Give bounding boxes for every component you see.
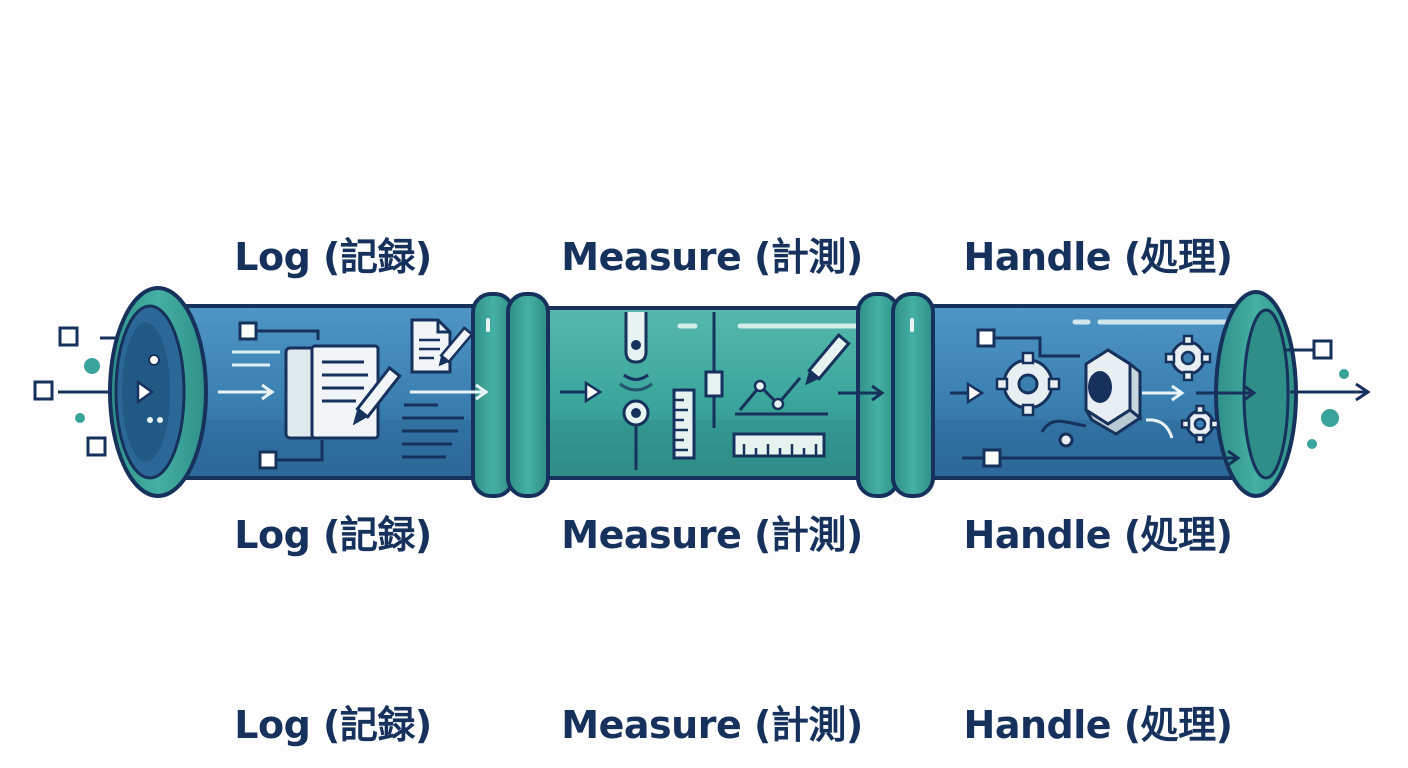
outgoing-signals xyxy=(1286,339,1371,449)
stage-label-measure: Measure (計測) xyxy=(561,235,863,279)
coupling-flange-1 xyxy=(471,292,603,498)
stage-label-measure: Measure (計測) xyxy=(561,513,863,557)
notebook-pencil-icon xyxy=(218,318,489,470)
output-dot-icon xyxy=(1339,369,1349,379)
input-square-icon xyxy=(58,326,79,347)
input-square-icon xyxy=(86,436,107,457)
outlet-flange xyxy=(1214,290,1298,498)
stage-label-log: Log (記録) xyxy=(234,703,432,747)
stage-label-handle: Handle (処理) xyxy=(963,235,1233,279)
ruler-chart-icon xyxy=(619,312,885,470)
stage-label-log: Log (記録) xyxy=(234,513,432,557)
input-dot-icon xyxy=(75,413,85,423)
input-dot-icon xyxy=(84,358,100,374)
output-dot-icon xyxy=(1321,409,1339,427)
gear-icon xyxy=(995,351,1061,417)
output-square-icon xyxy=(1312,339,1333,360)
output-dot-icon xyxy=(1307,439,1317,449)
stage-label-log: Log (記録) xyxy=(234,235,432,279)
stage-label-handle: Handle (処理) xyxy=(963,703,1233,747)
inlet-opening xyxy=(108,286,208,498)
gear-icon xyxy=(1164,334,1212,382)
stage-label-handle: Handle (処理) xyxy=(963,513,1233,557)
pipe-highlights xyxy=(677,319,1231,329)
hex-nut-icon xyxy=(1084,348,1143,436)
gear-icon xyxy=(1180,404,1220,444)
input-square-icon xyxy=(33,380,54,401)
gears-nut-icon xyxy=(962,328,1257,468)
stage-label-measure: Measure (計測) xyxy=(561,703,863,747)
